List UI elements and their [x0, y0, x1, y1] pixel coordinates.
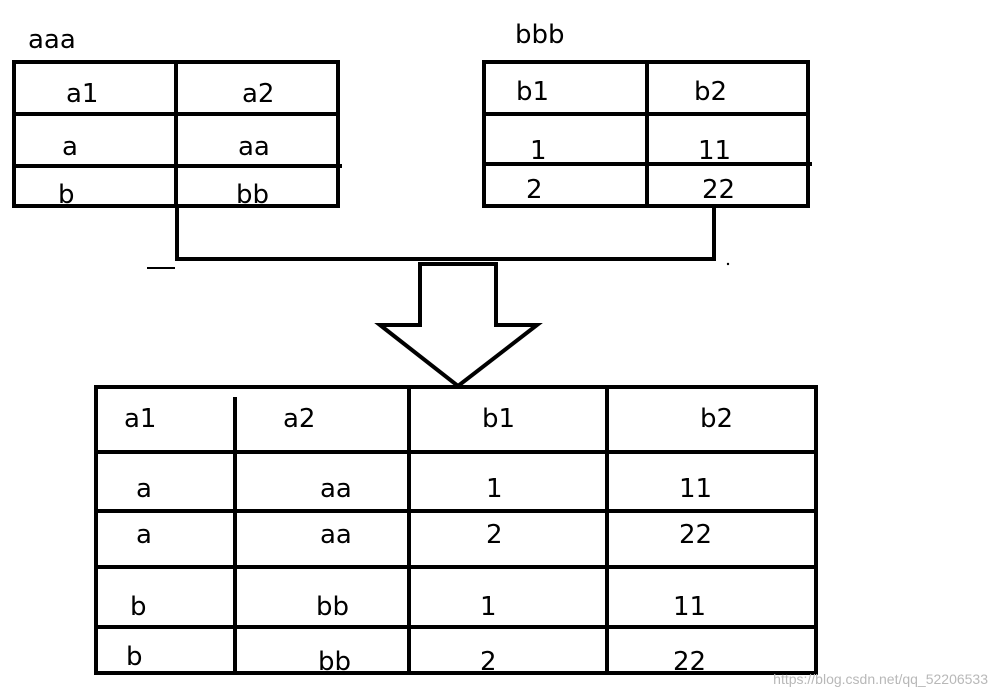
down-arrow-icon — [374, 262, 543, 389]
stray-dot — [726, 262, 730, 266]
table-bbb-cell: 22 — [702, 175, 735, 205]
table-bbb-cell: 1 — [530, 136, 547, 166]
table-aaa: aaa a1 a2 a aa b bb — [12, 25, 342, 210]
join-connector — [147, 206, 730, 269]
table-result-cell: 1 — [480, 592, 497, 622]
table-bbb-header-b1: b1 — [516, 77, 549, 107]
table-bbb-header-b2: b2 — [694, 77, 727, 107]
table-bbb: bbb b1 b2 1 11 2 22 — [482, 20, 812, 208]
table-aaa-cell: bb — [236, 180, 269, 210]
table-result-border — [94, 385, 818, 675]
watermark-text: https://blog.csdn.net/qq_52206533 — [773, 671, 988, 687]
table-result-cell: aa — [320, 520, 352, 550]
table-bbb-cell: 2 — [526, 175, 543, 205]
table-aaa-header-a1: a1 — [66, 79, 98, 109]
table-result-cell: 1 — [486, 474, 503, 504]
table-result-cell: b — [126, 642, 143, 672]
table-aaa-cell: aa — [238, 132, 270, 162]
table-result-cell: aa — [320, 474, 352, 504]
table-result-cell: bb — [316, 592, 349, 622]
table-result-cell: 2 — [480, 647, 497, 677]
table-result-cell: 22 — [679, 520, 712, 550]
table-result-cell: 2 — [486, 520, 503, 550]
table-result-header-b1: b1 — [482, 404, 515, 434]
table-result-header-b2: b2 — [700, 404, 733, 434]
table-result-cell: a — [136, 474, 152, 504]
table-bbb-cell: 11 — [698, 136, 731, 166]
table-aaa-cell: a — [62, 132, 78, 162]
table-bbb-title: bbb — [515, 20, 565, 50]
table-result-header-a1: a1 — [124, 404, 156, 434]
table-result-header-a2: a2 — [283, 404, 315, 434]
table-result-cell: b — [130, 592, 147, 622]
table-result-cell: 22 — [673, 647, 706, 677]
table-result-cell: bb — [318, 647, 351, 677]
table-result-cell: 11 — [673, 592, 706, 622]
table-aaa-title: aaa — [28, 25, 76, 55]
table-result-cell: a — [136, 520, 152, 550]
table-result: a1 a2 b1 b2 a aa 1 11 a aa 2 22 b bb 1 1… — [94, 385, 818, 677]
table-aaa-cell: b — [58, 180, 75, 210]
table-aaa-header-a2: a2 — [242, 79, 274, 109]
table-result-cell: 11 — [679, 474, 712, 504]
